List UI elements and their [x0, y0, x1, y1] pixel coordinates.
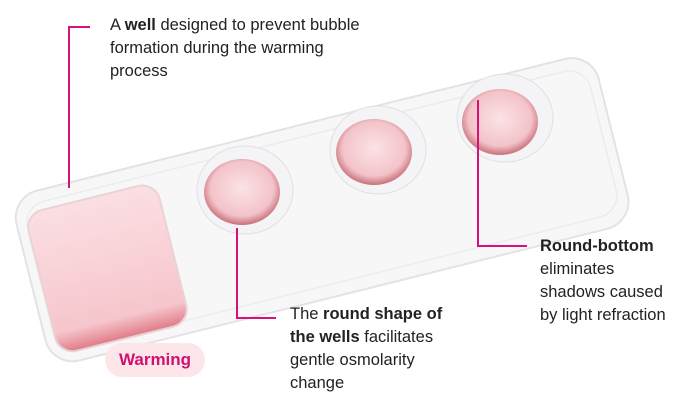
callout-text: facilitates gentle osmolarity change [290, 328, 434, 392]
warming-badge: Warming [105, 343, 205, 377]
well-leader-line-v [68, 26, 70, 188]
round-bottom-leader-line-v [477, 100, 479, 247]
callout-text: A [110, 16, 125, 34]
callout-round-bottom: Round-bottom eliminates shadows caused b… [540, 235, 680, 327]
callout-text: eliminates shadows caused by light refra… [540, 260, 666, 324]
callout-well: A well designed to prevent bubble format… [110, 14, 360, 83]
callout-bold-text: round shape of the wells [290, 305, 443, 346]
callout-bold-text: Round-bottom [540, 237, 654, 255]
callout-text: designed to prevent bubble formation dur… [110, 16, 360, 80]
well-leader-line-h [68, 26, 90, 28]
round-shape-leader-line-h [236, 317, 276, 319]
round-bottom-leader-line-h [477, 245, 527, 247]
round-shape-leader-line-v [236, 228, 238, 319]
reservoir-well [27, 184, 188, 353]
round-wells [196, 73, 554, 235]
callout-text: The [290, 305, 324, 323]
callout-bold-text: well [124, 16, 156, 34]
callout-round-shape: The round shape of the wells facilitates… [290, 303, 455, 395]
